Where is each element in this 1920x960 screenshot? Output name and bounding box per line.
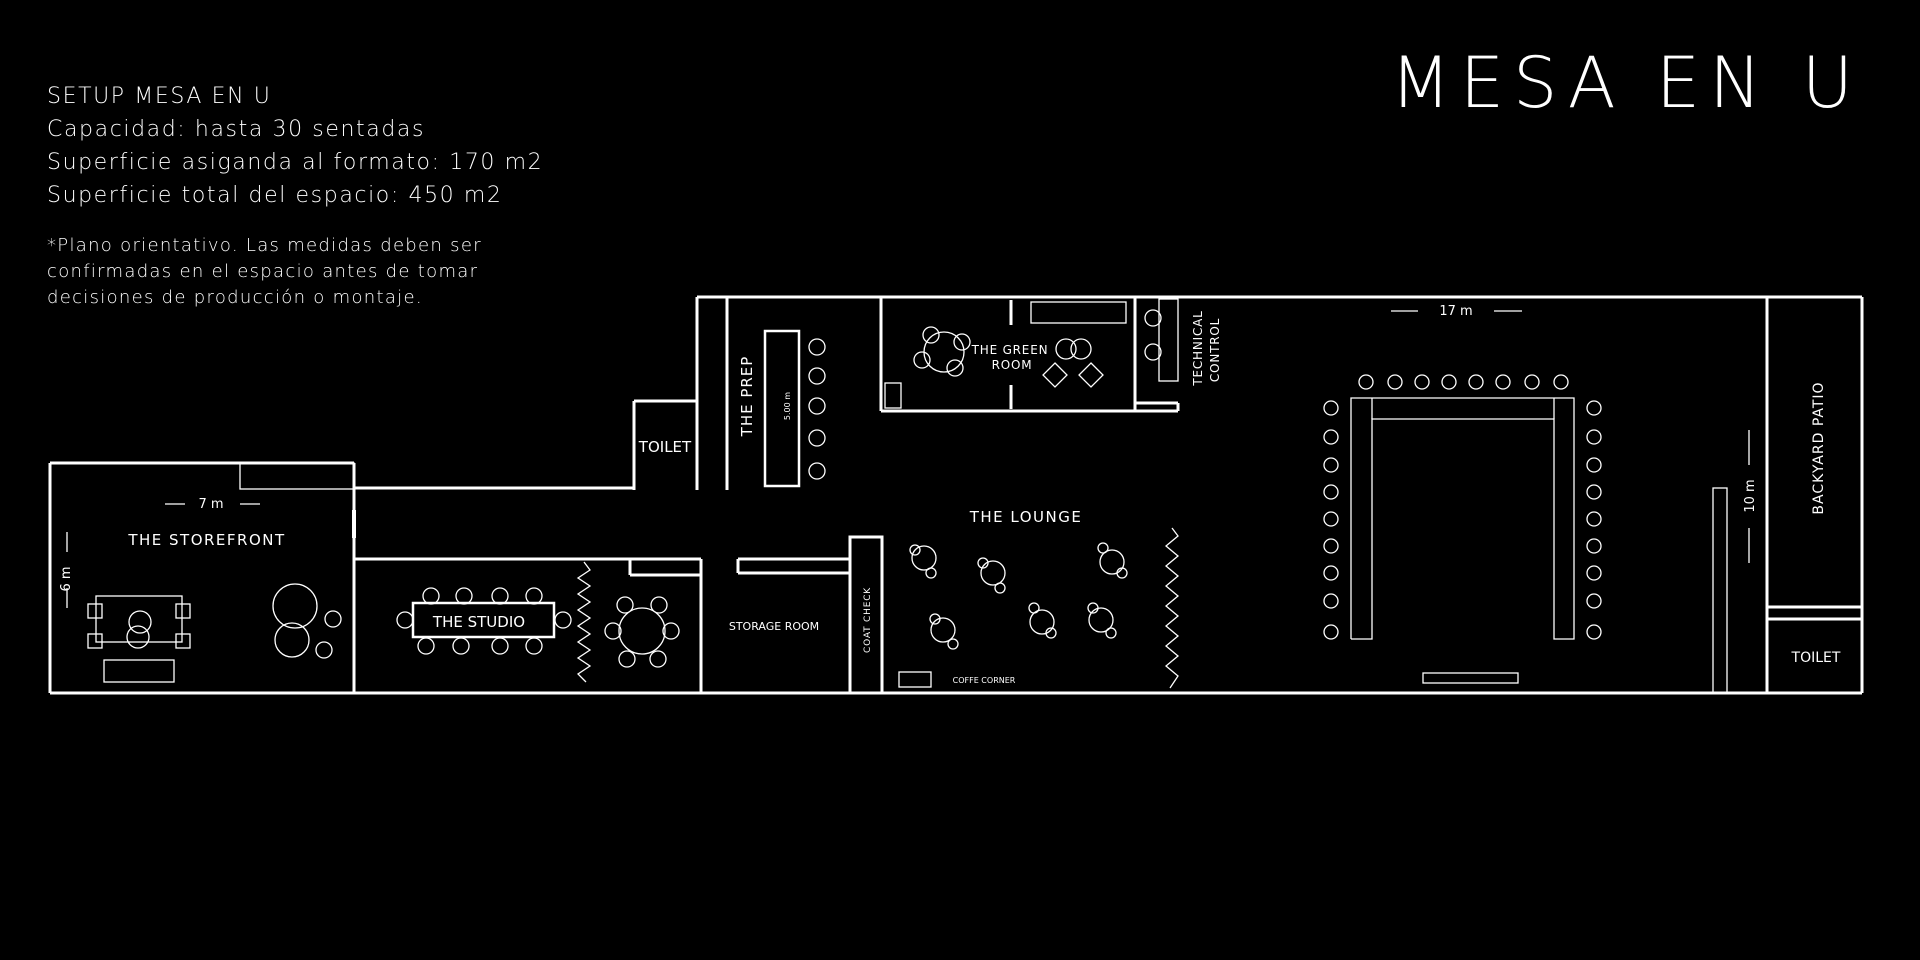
dimension-labels: 7 m 6 m 17 m 10 m xyxy=(59,304,1758,592)
label-green-room-2: ROOM xyxy=(992,358,1033,372)
dim-storefront-width: 7 m xyxy=(198,497,223,512)
dim-main-width: 17 m xyxy=(1439,304,1472,319)
format-area-text: Superficie asiganda al formato: 170 m2 xyxy=(47,150,544,175)
dim-main-depth: 10 m xyxy=(1743,479,1758,512)
interior-details xyxy=(66,298,1750,694)
label-storage: STORAGE ROOM xyxy=(729,620,819,633)
label-lounge: THE LOUNGE xyxy=(969,508,1083,526)
label-backyard: BACKYARD PATIO xyxy=(1811,381,1827,514)
room-labels: THE STOREFRONT THE STUDIO TOILET THE PRE… xyxy=(127,310,1841,685)
label-prep: THE PREP xyxy=(738,356,756,438)
label-coat-check: COAT CHECK xyxy=(863,587,873,653)
label-technical-1: TECHNICAL xyxy=(1191,310,1205,386)
outer-walls xyxy=(48,295,1864,695)
label-toilet-right: TOILET xyxy=(1791,650,1841,666)
total-area-text: Superficie total del espacio: 450 m2 xyxy=(47,183,503,208)
u-table-chairs xyxy=(1323,374,1602,640)
label-studio: THE STUDIO xyxy=(432,613,525,631)
label-technical-2: CONTROL xyxy=(1208,318,1222,382)
label-coffee-corner: COFFE CORNER xyxy=(953,676,1016,685)
capacity-text: Capacidad: hasta 30 sentadas xyxy=(47,117,426,142)
setup-heading: SETUP MESA EN U xyxy=(47,84,272,109)
dim-storefront-depth: 6 m xyxy=(59,566,74,591)
setup-info: SETUP MESA EN U Capacidad: hasta 30 sent… xyxy=(47,80,543,212)
label-toilet-left: TOILET xyxy=(638,438,692,456)
label-prep-table: 5.00 m xyxy=(783,392,792,420)
label-storefront: THE STOREFRONT xyxy=(127,531,285,549)
label-green-room-1: THE GREEN xyxy=(971,343,1049,357)
disclaimer-note: *Plano orientativo. Las medidas deben se… xyxy=(47,235,482,308)
page-title: MESA EN U xyxy=(1390,42,1862,124)
